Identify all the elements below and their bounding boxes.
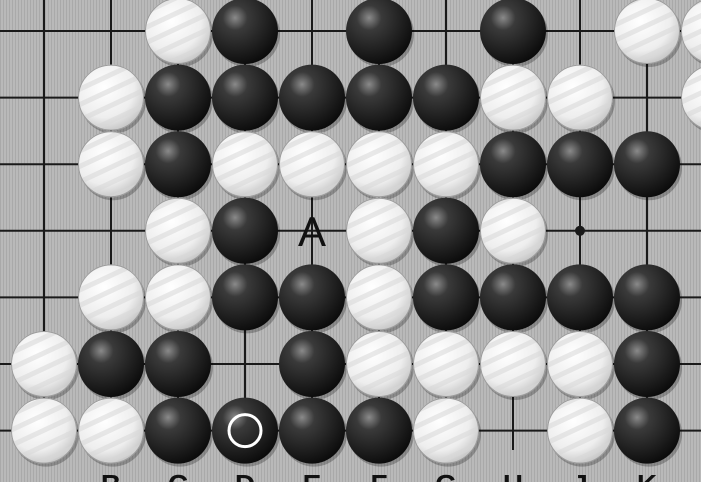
star-points — [575, 226, 585, 236]
coordinate-label: G — [435, 469, 457, 482]
coordinate-label: J — [572, 469, 588, 482]
coordinate-label: F — [370, 469, 387, 482]
coordinate-label: H — [503, 469, 523, 482]
star-point — [575, 226, 585, 236]
marks-layer: A — [298, 208, 326, 255]
coordinate-label: K — [637, 469, 657, 482]
coordinate-label: C — [168, 469, 188, 482]
coordinate-label: E — [303, 469, 322, 482]
point-label: A — [298, 208, 326, 255]
coordinate-label: D — [235, 469, 255, 482]
coordinate-label: B — [101, 469, 121, 482]
